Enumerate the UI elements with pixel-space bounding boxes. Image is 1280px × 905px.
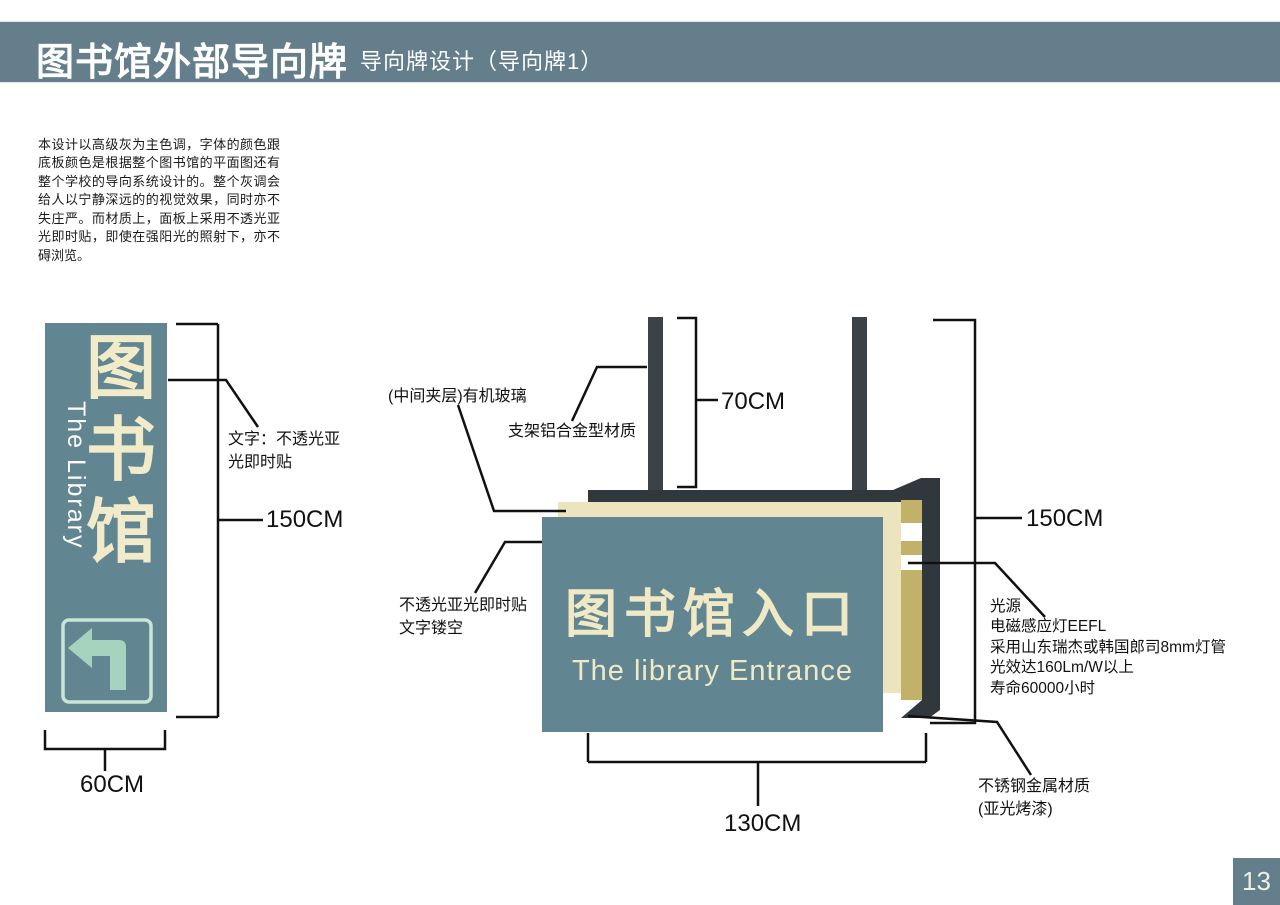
page-subtitle: 导向牌设计（导向牌1） [360,49,604,74]
entrance-sign-panel: 图书馆入口 The library Entrance [542,517,883,732]
turn-left-arrow-icon [61,618,153,704]
light-source-callout: 光源 电磁感应灯EEFL 采用山东瑞杰或韩国郎司8mm灯管 光效达160Lm/W… [990,598,1226,697]
entrance-height-bracket [930,318,1022,725]
entrance-sign-subtitle: The library Entrance [571,654,854,687]
frame-callout-leader [570,365,647,422]
light-callout-leader [908,561,1046,618]
left-support-post [648,317,663,492]
lamp-slot [901,523,922,541]
page-number-badge: 13 [1233,858,1280,905]
vsign-width-bracket [43,730,167,771]
entrance-height-label: 150CM [1026,505,1104,532]
vsign-text-material-callout: 文字：不透光亚 光即时贴 [228,431,341,472]
header-bar [0,21,1280,83]
vertical-sign-char: 馆 [86,493,156,571]
vertical-sign-characters: 图 书 馆 [83,327,159,573]
vertical-sign-english: The Library [62,401,90,550]
vertical-sign-panel: 图 书 馆 The Library [45,323,167,712]
vertical-sign-char: 书 [86,411,156,489]
entrance-sign-title: 图书馆入口 [564,585,860,644]
arrow-box-outline [61,618,153,704]
turn-left-arrow-glyph [68,628,126,690]
vsign-height-label: 150CM [266,506,344,533]
vsign-width-label: 60CM [80,771,145,798]
page-title: 图书馆外部导向牌 [36,42,349,84]
glass-callout-leader [456,404,566,513]
right-support-post [852,317,867,492]
entrance-width-bracket [586,733,928,806]
sticker-material-callout: 不透光亚光即时贴 文字镂空 [399,597,528,638]
steel-callout-leader [907,714,1033,776]
post-height-bracket [677,316,718,489]
vsign-height-bracket [176,322,263,719]
frame-material-callout: 支架铝合金型材质 [508,423,637,440]
post-height-label: 70CM [721,388,786,415]
sticker-callout-leader [473,540,542,594]
intro-paragraph: 本设计以高级灰为主色调，字体的颜色跟底板颜色是根据整个图书馆的平面图还有整个学校… [38,137,280,263]
vsign-callout-leader [168,378,260,428]
side-lightbox-strip [901,500,922,700]
vertical-sign-char: 图 [86,329,156,407]
steel-material-callout: 不锈钢金属材质 (亚光烤漆) [978,778,1091,819]
glass-material-callout: (中间夹层)有机玻璃 [388,388,527,405]
entrance-width-label: 130CM [724,810,802,837]
